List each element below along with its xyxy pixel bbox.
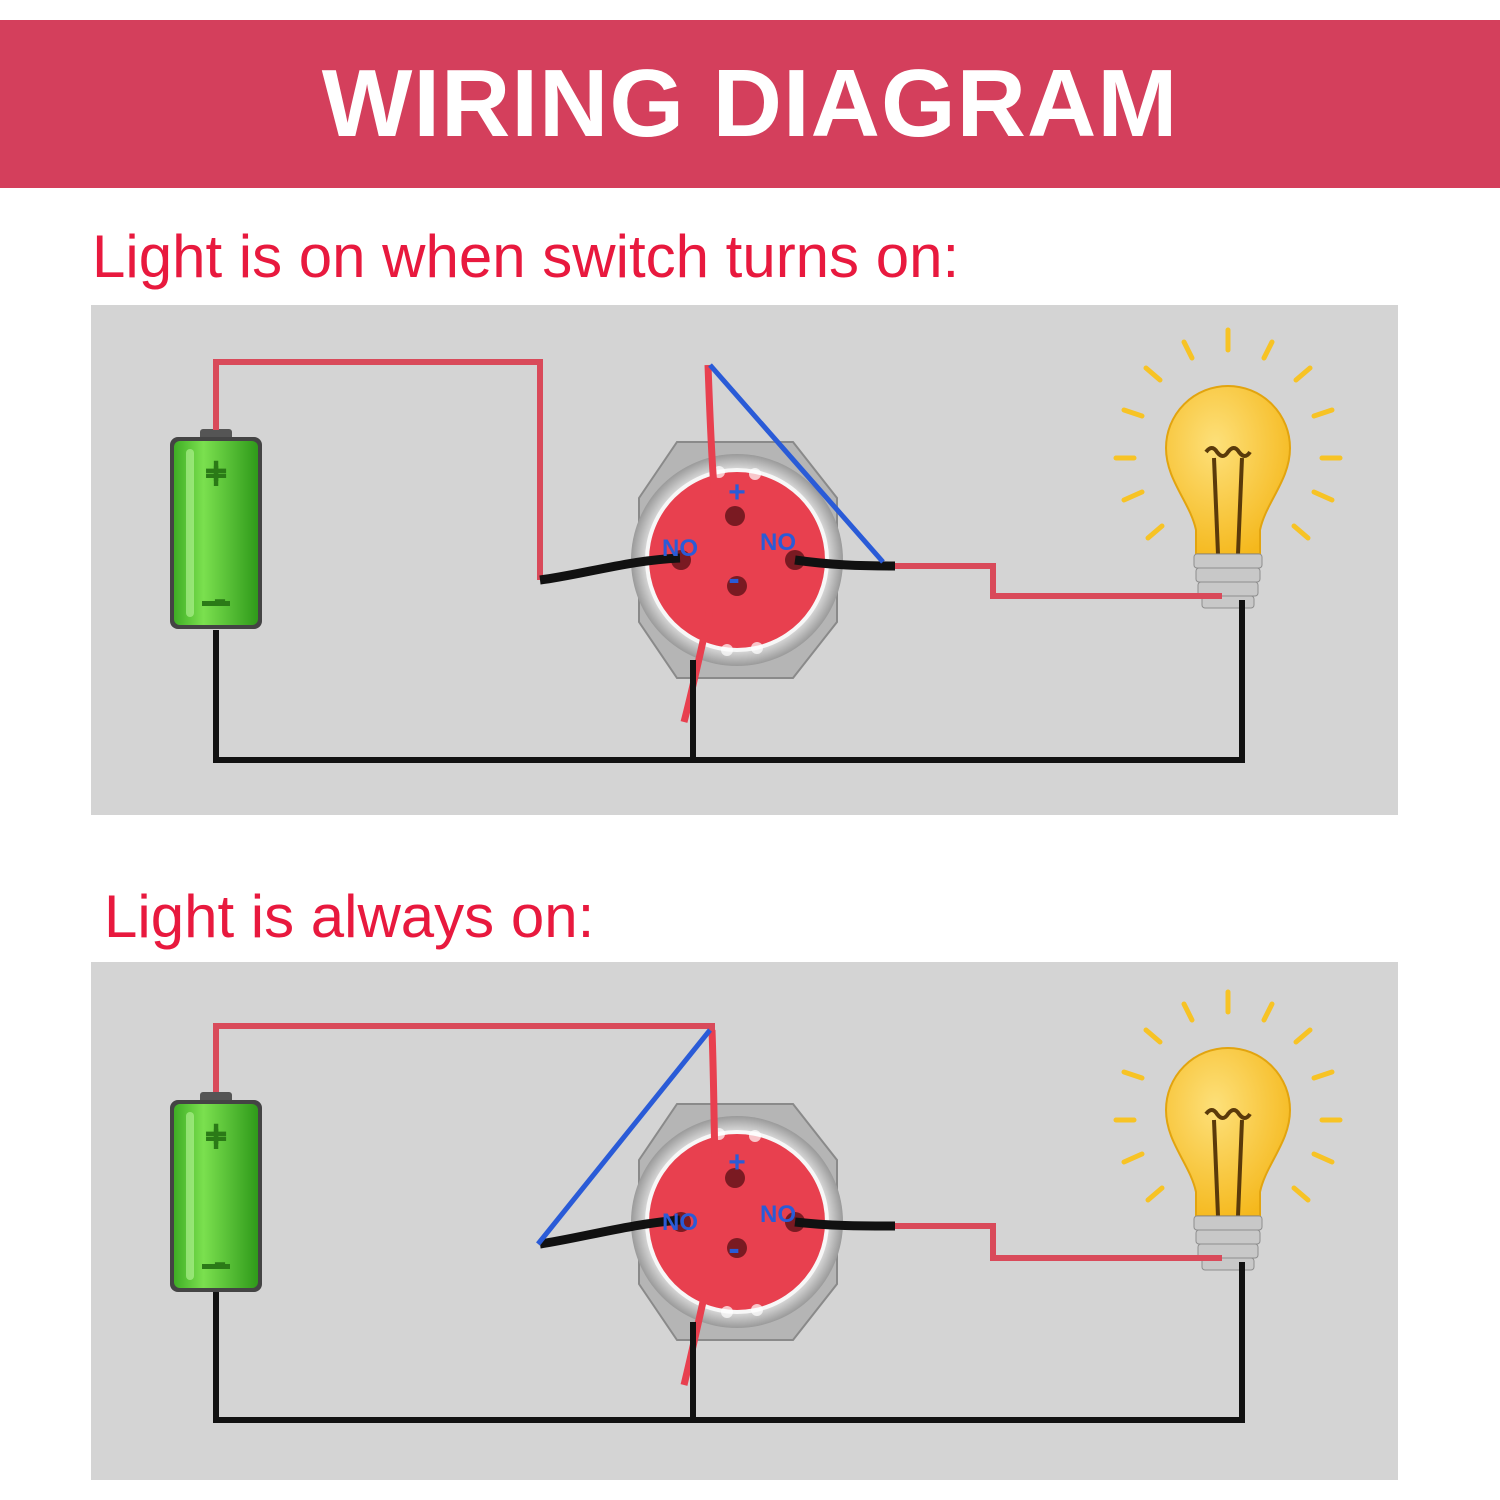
switch-2-minus: - [728,1230,739,1268]
blue-jumper-2 [536,1028,712,1246]
battery-1-negative: - [213,577,226,621]
black-cable-1-right [794,555,896,571]
switch-1-minus: - [728,560,739,598]
diagram-1-caption: Light is on when switch turns on: [92,223,960,290]
switch-1-plus: + [728,476,746,509]
bulb-1-icon [1116,330,1340,608]
red-wire-2b [895,1223,1222,1261]
red-lead-1-top [704,364,719,499]
black-return-1 [213,600,1245,763]
switch-1-left-no: NO [662,535,698,562]
black-return-2 [213,1262,1245,1423]
diagram-1: + - NO NO + - [170,330,1340,763]
blue-jumper-1 [708,363,885,564]
red-wire-1a [213,359,543,580]
diagram-2: + - NO NO + - [170,992,1340,1423]
black-cable-2-left [539,1215,681,1249]
diagram-2-caption: Light is always on: [104,883,595,950]
red-wire-1b [895,563,1222,599]
black-cable-1-left [539,553,681,585]
black-cable-2-right [794,1217,896,1231]
switch-2-left-no: NO [662,1209,698,1236]
battery-1-positive: + [204,449,227,493]
switch-1-right-no: NO [760,529,796,556]
battery-2-positive: + [204,1112,227,1156]
red-wire-2a [213,1023,715,1092]
title-banner: WIRING DIAGRAM [0,20,1500,188]
switch-2-right-no: NO [760,1201,796,1228]
red-lead-2-bottom [680,1241,721,1386]
bulb-2-icon [1116,992,1340,1270]
battery-2-negative: - [213,1240,226,1284]
red-lead-1-bottom [680,579,721,723]
switch-2-plus: + [728,1146,746,1179]
red-lead-2-top [708,1029,719,1161]
page-title: WIRING DIAGRAM [321,50,1179,157]
